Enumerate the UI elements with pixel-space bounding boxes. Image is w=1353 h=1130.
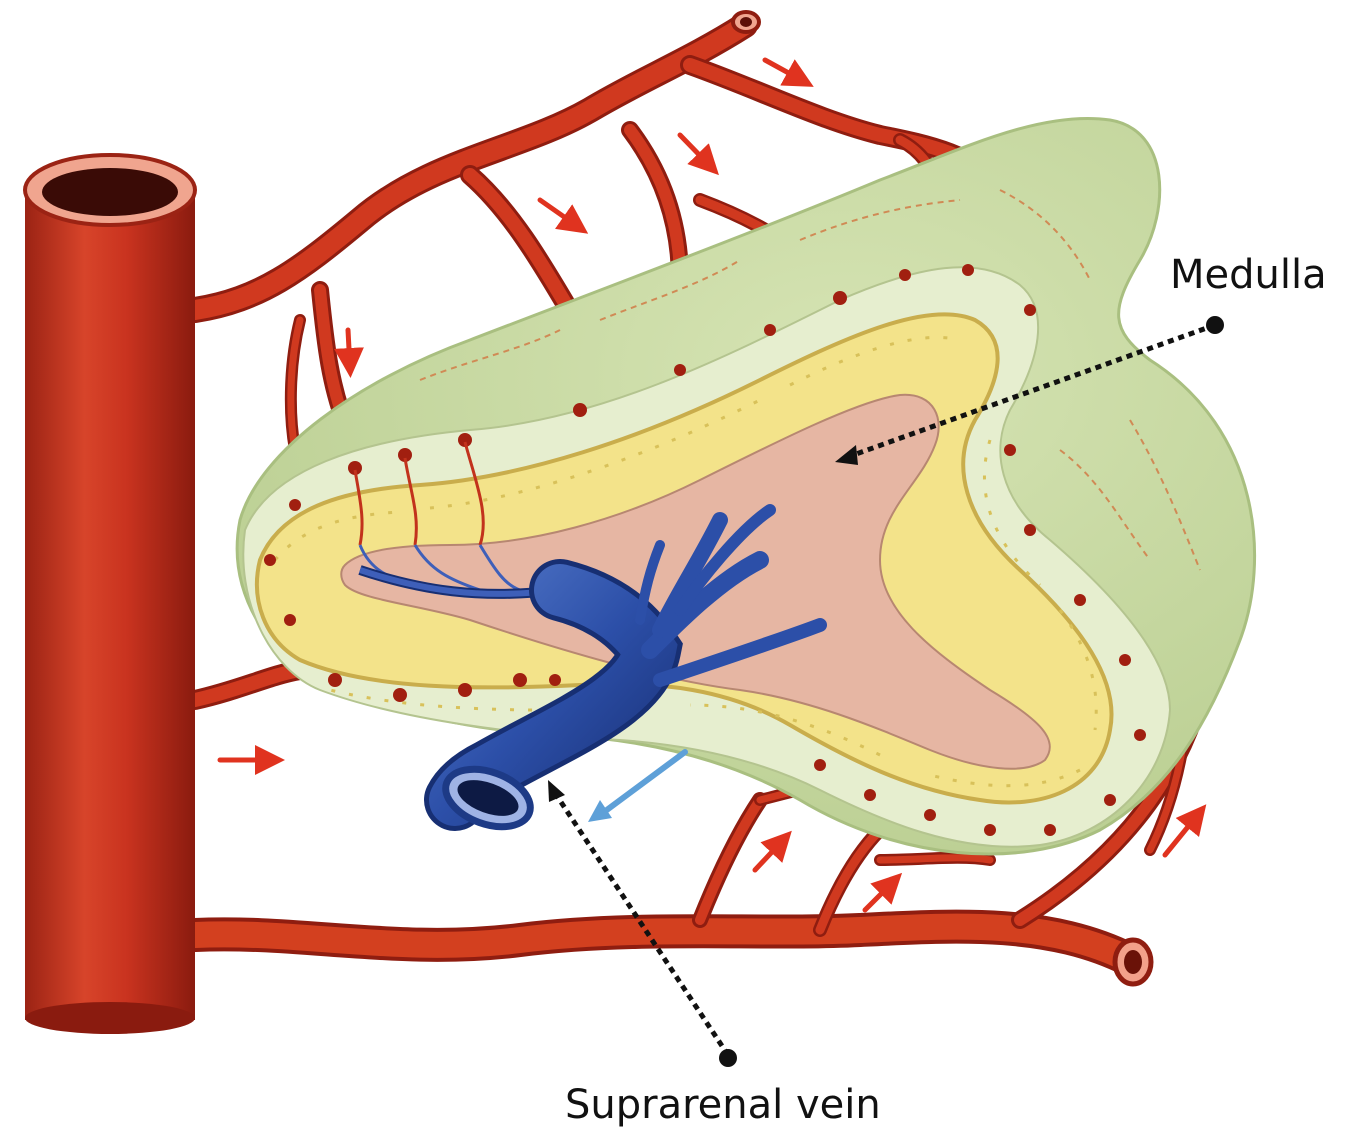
aorta [25,155,195,1034]
dot-icon [719,1049,737,1067]
arrow-icon [540,200,580,228]
arrow-icon [765,60,805,82]
arrow-icon [1165,812,1200,855]
arrow-icon [600,752,685,815]
adrenal-gland [237,118,1254,854]
suprarenal-vein-label: Suprarenal vein [565,1082,881,1128]
arrow-icon [348,330,350,368]
medulla-label: Medulla [1170,252,1327,298]
arrow-icon [680,135,712,168]
arrow-icon [755,838,785,870]
dot-icon [1206,316,1224,334]
arrow-icon [865,880,895,910]
superior-artery-cut-end [733,12,759,32]
